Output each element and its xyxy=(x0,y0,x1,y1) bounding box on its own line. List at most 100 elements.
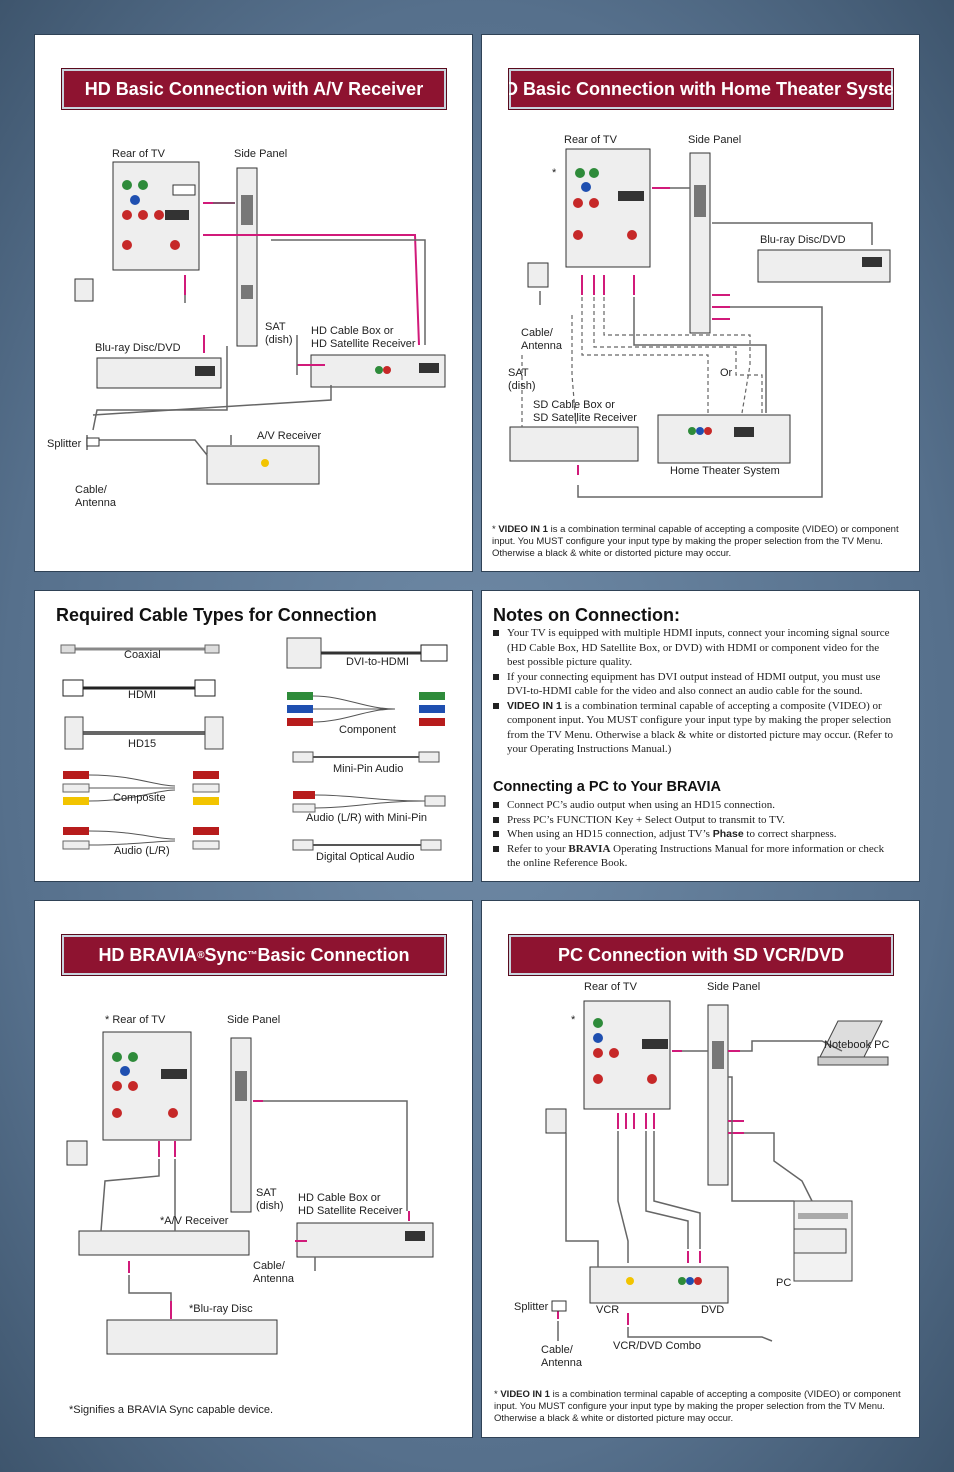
title-reg: ® xyxy=(197,949,205,961)
label-or: Or xyxy=(720,367,733,379)
wall-jack-icon xyxy=(545,1108,567,1134)
label-splitter: Splitter xyxy=(47,438,82,450)
composite-cable-icon xyxy=(62,771,220,805)
title-tm: ™ xyxy=(247,949,258,961)
note-item: If your connecting equipment has DVI out… xyxy=(493,670,893,699)
panel-title: HD Basic Connection with A/V Receiver xyxy=(61,68,447,110)
pc-note-text: to correct sharpness. xyxy=(743,828,837,840)
sd-cable-box-device xyxy=(509,426,639,462)
wall-jack-icon xyxy=(66,1140,88,1166)
label-splitter: Splitter xyxy=(514,1301,549,1313)
note-item: Your TV is equipped with multiple HDMI i… xyxy=(493,626,893,670)
label-dvd: DVD xyxy=(701,1304,725,1316)
pc-subtitle: Connecting a PC to Your BRAVIA xyxy=(493,779,721,795)
label-hd-cable-box: HD Cable Box or HD Satellite Receiver xyxy=(311,325,416,350)
label-hd15: HD15 xyxy=(128,738,157,750)
panel-title: HD Basic Connection with Home Theater Sy… xyxy=(492,68,910,110)
label-sat: SAT (dish) xyxy=(508,367,536,392)
label-rear-tv: Rear of TV xyxy=(112,148,165,160)
note-bold: VIDEO IN 1 xyxy=(507,699,562,712)
label-audio-mini: Audio (L/R) with Mini-Pin xyxy=(306,812,428,824)
notes-title: Notes on Connection: xyxy=(493,605,680,625)
av-receiver-device xyxy=(78,1230,250,1256)
pc-notes-list: Connect PC’s audio output when using an … xyxy=(493,798,893,871)
label-cable-antenna: Cable/ Antenna xyxy=(521,327,562,352)
label-notebook: Notebook PC xyxy=(824,1039,890,1051)
panel-title: PC Connection with SD VCR/DVD xyxy=(508,934,894,976)
panel-title: Required Cable Types for Connection xyxy=(56,605,377,625)
label-av-receiver: A/V Receiver xyxy=(257,430,322,442)
label-vcr: VCR xyxy=(596,1304,620,1316)
panel-cable-types: Required Cable Types for Connection xyxy=(34,590,473,882)
bravia-sync-diagram xyxy=(66,1031,434,1355)
note-bold: VIDEO IN 1 xyxy=(498,524,548,535)
label-bluray: Blu-ray Disc/DVD xyxy=(95,342,181,354)
pc-note-bold: Phase xyxy=(712,828,744,840)
optical-cable-icon xyxy=(292,839,442,851)
side-panel-device xyxy=(230,1037,252,1213)
audio-lr-cable-icon xyxy=(62,827,220,850)
label-optical: Digital Optical Audio xyxy=(316,851,415,863)
label-star: * xyxy=(571,1014,576,1026)
bluray-device xyxy=(96,357,222,389)
cable-gray xyxy=(86,202,426,456)
video-in-note: * VIDEO IN 1 is a combination terminal c… xyxy=(492,524,912,560)
mini-pin-cable-icon xyxy=(292,751,440,763)
label-dvi-hdmi: DVI-to-HDMI xyxy=(346,656,409,668)
audio-mini-cable-icon xyxy=(292,791,446,813)
notes-list: Your TV is equipped with multiple HDMI i… xyxy=(493,626,893,757)
label-cable-antenna: Cable/ Antenna xyxy=(541,1344,582,1369)
label-audio-lr: Audio (L/R) xyxy=(114,845,170,857)
label-cable-antenna: Cable/ Antenna xyxy=(253,1260,294,1285)
vcr-dvd-combo-device xyxy=(589,1266,729,1304)
label-home-theater: Home Theater System xyxy=(670,465,780,477)
pc-note-item: Press PC’s FUNCTION Key + Select Output … xyxy=(493,813,893,828)
footnote: *Signifies a BRAVIA Sync capable device. xyxy=(69,1404,274,1416)
label-bluray: *Blu-ray Disc xyxy=(189,1303,253,1315)
side-panel-device xyxy=(236,167,258,347)
panel-av-receiver: HD Basic Connection with A/V Receiver xyxy=(34,34,473,572)
panel-pc-connection: PC Connection with SD VCR/DVD xyxy=(481,900,920,1438)
home-theater-diagram xyxy=(509,148,891,498)
pc-note-text: When using an HD15 connection, adjust TV… xyxy=(507,828,713,840)
video-in-note: * VIDEO IN 1 is a combination terminal c… xyxy=(494,1389,912,1425)
side-panel-device xyxy=(689,152,711,334)
pc-note-bold: BRAVIA xyxy=(568,842,611,855)
hd15-cable-icon xyxy=(64,716,224,750)
component-cable-icon xyxy=(287,692,445,726)
note-bold: VIDEO IN 1 xyxy=(500,1389,550,1400)
note-text: is a combination terminal capable of acc… xyxy=(492,524,899,559)
cable-types-diagram xyxy=(60,637,448,851)
label-rear-tv: Rear of TV xyxy=(584,981,637,993)
side-panel-device xyxy=(707,1004,729,1186)
title-part: Basic Connection xyxy=(257,944,410,965)
wall-jack-icon xyxy=(527,262,549,288)
label-hd-cable-box: HD Cable Box or HD Satellite Receiver xyxy=(298,1192,403,1217)
label-mini-pin: Mini-Pin Audio xyxy=(333,763,404,775)
label-bluray: Blu-ray Disc/DVD xyxy=(760,234,846,246)
note-star: * xyxy=(492,524,496,535)
av-receiver-diagram xyxy=(74,161,446,485)
label-star: * xyxy=(552,167,557,179)
label-cable-antenna: Cable/ Antenna xyxy=(75,484,116,509)
tv-rear-device xyxy=(565,148,651,268)
pc-note-text: Refer to your xyxy=(507,842,569,855)
label-hdmi: HDMI xyxy=(128,689,157,701)
label-sat: SAT (dish) xyxy=(265,321,293,346)
label-side-panel: Side Panel xyxy=(707,981,761,993)
label-combo: VCR/DVD Combo xyxy=(613,1340,702,1352)
pc-note-item: When using an HD15 connection, adjust TV… xyxy=(493,827,893,842)
label-pc: PC xyxy=(776,1277,792,1289)
hdmi-cable-icon xyxy=(62,679,216,697)
pc-note-item: Connect PC’s audio output when using an … xyxy=(493,798,893,813)
label-side-panel: Side Panel xyxy=(688,134,742,146)
note-text: is a combination terminal capable of acc… xyxy=(494,1389,901,1424)
title-part: HD BRAVIA xyxy=(98,944,198,965)
pc-connection-diagram xyxy=(545,1000,889,1342)
pc-note-item: Refer to your BRAVIA Operating Instructi… xyxy=(493,842,893,871)
note-text: is a combination terminal capable of acc… xyxy=(507,699,894,756)
splitter-icon xyxy=(86,437,100,447)
pc-note-text: Operating Instructions Manual for more i… xyxy=(507,842,885,870)
